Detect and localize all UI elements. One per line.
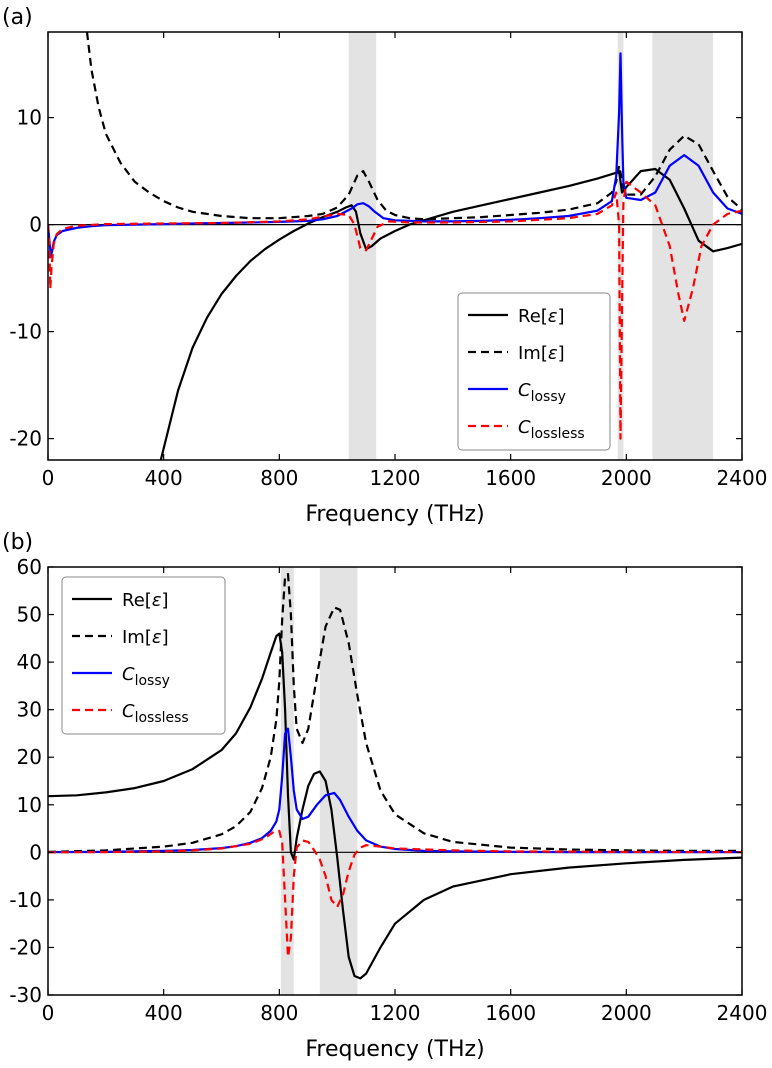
series-line (159, 167, 742, 460)
x-tick-label: 800 (260, 466, 298, 490)
series-line (48, 573, 742, 853)
x-tick-label: 400 (145, 1001, 183, 1025)
x-tick-label: 0 (42, 1001, 55, 1025)
series-line (48, 632, 742, 980)
y-tick-label: 0 (29, 213, 42, 237)
legend-label: Im[ε] (122, 627, 169, 648)
x-tick-label: 2000 (601, 466, 652, 490)
legend-box (61, 576, 226, 735)
x-tick-label: 800 (260, 1001, 298, 1025)
y-tick-label: 20 (17, 745, 42, 769)
x-tick-label: 2000 (601, 1001, 652, 1025)
panel-a: 0 400 800 1200 1600 2000 2400 -20 -10 0 10Frequenc… (2, 5, 767, 527)
x-tick-label: 1600 (485, 1001, 536, 1025)
x-tick-label: 2400 (717, 1001, 768, 1025)
panel-b: 0 400 800 1200 1600 2000 2400 -30 -20 -10 0 10 20 30 4… (2, 530, 767, 1062)
x-axis-label: Frequency (THz) (305, 1037, 484, 1062)
axes-frame (47, 31, 743, 461)
legend-label: Re[ε] (122, 590, 169, 611)
legend-box (457, 292, 611, 451)
legend-label: Re[ε] (518, 306, 565, 327)
y-tick-label: 40 (17, 650, 42, 674)
legend-label: Clossless (122, 701, 189, 726)
legend-label: Im[ε] (518, 343, 565, 364)
y-tick-label: -10 (9, 888, 42, 912)
y-tick-label: 60 (17, 555, 42, 579)
shaded-band (617, 32, 624, 460)
panel-label: (a) (2, 5, 33, 30)
x-tick-label: 0 (42, 466, 55, 490)
y-tick-label: 10 (17, 793, 42, 817)
panel-label: (b) (2, 530, 33, 555)
series-line (48, 727, 742, 854)
x-axis-label: Frequency (THz) (305, 502, 484, 527)
y-tick-label: 10 (17, 106, 42, 130)
y-tick-label: -30 (9, 983, 42, 1007)
y-tick-label: -10 (9, 320, 42, 344)
series-line (85, 32, 742, 221)
legend-label: Clossless (518, 417, 585, 442)
series-line (48, 180, 742, 440)
y-tick-label: 0 (29, 840, 42, 864)
x-tick-label: 2400 (717, 466, 768, 490)
x-tick-label: 400 (145, 466, 183, 490)
y-tick-label: 50 (17, 603, 42, 627)
y-tick-label: -20 (9, 427, 42, 451)
x-tick-label: 1600 (485, 466, 536, 490)
series-line (48, 829, 742, 959)
x-tick-label: 1200 (370, 1001, 421, 1025)
series-line (48, 52, 742, 258)
legend-label: Clossy (518, 380, 566, 405)
legend-label: Clossy (122, 664, 170, 689)
x-tick-label: 1200 (370, 466, 421, 490)
y-tick-label: 30 (17, 698, 42, 722)
shaded-band (652, 32, 714, 460)
y-tick-label: -20 (9, 935, 42, 959)
